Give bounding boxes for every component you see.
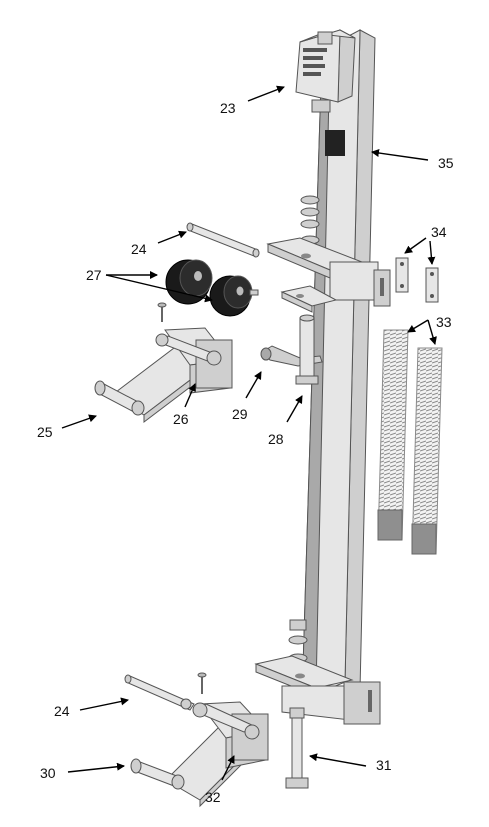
callout-34: 34 — [431, 224, 447, 240]
callout-31: 31 — [376, 757, 392, 773]
top-housing-part — [295, 29, 356, 113]
arrow-24-upper — [157, 230, 187, 244]
arrow-24-lower — [79, 697, 129, 711]
arrow-28 — [286, 395, 303, 423]
arrow-27-b — [105, 274, 213, 303]
callout-26: 26 — [173, 411, 189, 427]
arrow-33-b — [427, 319, 437, 345]
callout-24-lower: 24 — [54, 703, 70, 719]
weight-27-large-part — [165, 259, 213, 305]
callout-27: 27 — [86, 267, 102, 283]
callout-23: 23 — [220, 100, 236, 116]
callout-28: 28 — [268, 431, 284, 447]
arrow-35 — [371, 149, 429, 161]
arrow-34-b — [427, 240, 436, 265]
callout-24-upper: 24 — [131, 241, 147, 257]
arrow-26 — [184, 383, 196, 408]
spring-33-right-part — [411, 347, 443, 555]
column-nuts-upper — [300, 195, 320, 245]
arrow-23 — [247, 85, 285, 102]
callout-25: 25 — [37, 424, 53, 440]
callout-arrows — [61, 85, 437, 781]
arrow-32 — [221, 755, 235, 781]
callout-33: 33 — [436, 314, 452, 330]
arrow-25 — [61, 414, 97, 429]
plates-34-part — [395, 257, 439, 303]
weight-27-small-part — [209, 275, 259, 317]
pedal-arm-upper-part — [94, 302, 233, 424]
callout-32: 32 — [205, 789, 221, 805]
spring-33-left-part — [377, 329, 409, 541]
bolt-31-part — [285, 707, 309, 789]
arrow-31 — [309, 753, 367, 767]
arrow-34-a — [404, 237, 427, 254]
shaft-24-lower-part — [124, 672, 207, 711]
arrow-30 — [67, 762, 125, 773]
shaft-24-upper-part — [186, 222, 260, 258]
upper-bracket-part — [266, 237, 391, 313]
callout-30: 30 — [40, 765, 56, 781]
callout-labels: 23 24 27 25 26 29 28 35 34 33 24 30 32 3… — [37, 100, 454, 805]
arrow-29 — [245, 371, 262, 399]
arrow-33-a — [407, 319, 429, 333]
callout-35: 35 — [438, 155, 454, 171]
main-column-part — [301, 29, 376, 701]
column-label-plate — [325, 130, 345, 156]
lower-bracket-part — [254, 655, 381, 725]
pedal-arm-lower-part — [130, 701, 269, 808]
pin-28-part — [295, 314, 319, 385]
callout-29: 29 — [232, 406, 248, 422]
